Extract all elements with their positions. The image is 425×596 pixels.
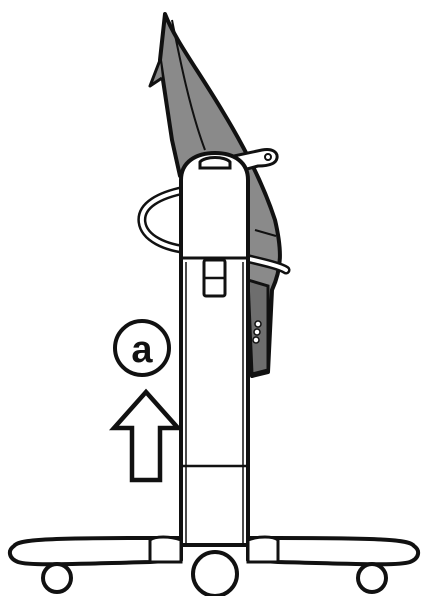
rear-bar-fill: [139, 188, 288, 272]
adjust-dot-3: [252, 336, 260, 344]
caster-wheel-left: [41, 562, 73, 594]
stand-column: [179, 151, 250, 547]
callout-marker: a: [113, 319, 171, 377]
base: [7, 535, 421, 596]
adjust-dot-1: [254, 320, 262, 328]
caster-wheel-right: [356, 562, 388, 594]
adjust-dot-2: [253, 328, 261, 336]
arrow-up-outline-icon: [108, 388, 184, 483]
caster-wheel-center: [191, 550, 239, 596]
callout-label: a: [131, 329, 153, 371]
